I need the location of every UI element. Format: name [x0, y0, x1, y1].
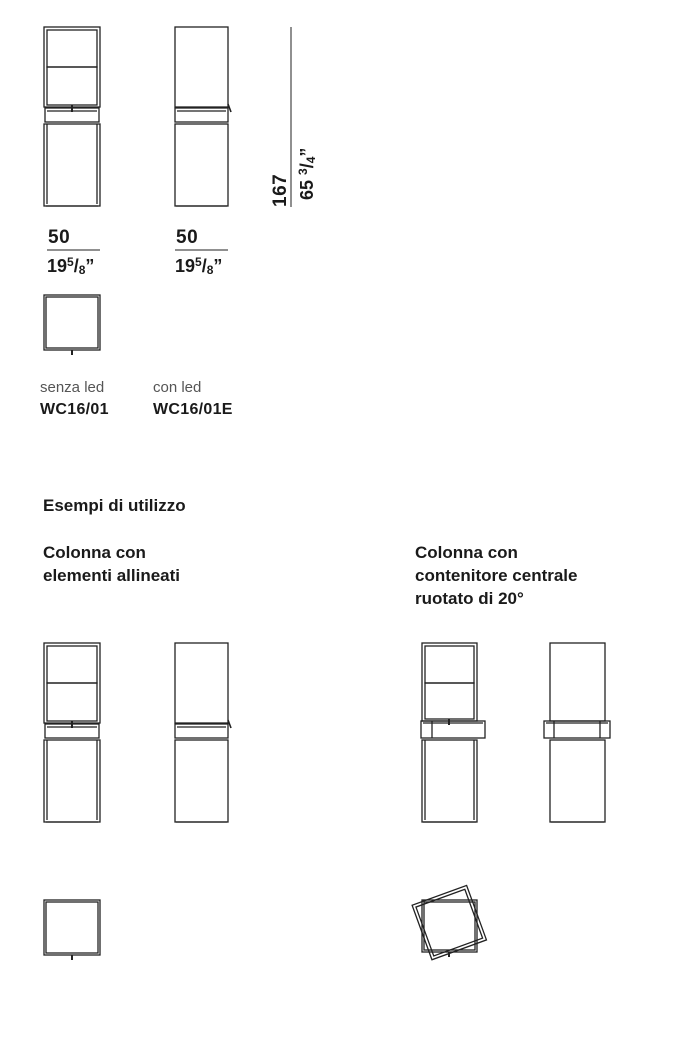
- rotated-side-view: [543, 642, 611, 823]
- column-plan-view: [43, 294, 101, 355]
- width-inch-unit: ”: [85, 256, 95, 276]
- width-inch-denominator-side: 8: [206, 263, 214, 277]
- variant-code-wc16-01: WC16/01: [40, 401, 109, 418]
- example-rotated-title: Colonna con contenitore centrale ruotato…: [415, 541, 578, 610]
- width-inch-label: 195/8”: [47, 255, 95, 277]
- variant-label-senza-led: senza led: [40, 379, 105, 396]
- example-rotated-line3: ruotato di 20°: [415, 589, 524, 608]
- height-inch-label: 65 3/4”: [296, 147, 318, 200]
- example-rotated-line1: Colonna con: [415, 543, 518, 562]
- rotated-plan-view: [411, 884, 488, 961]
- height-inch-whole: 65: [297, 179, 317, 200]
- aligned-front-view: [43, 642, 101, 823]
- examples-heading: Esempi di utilizzo: [43, 496, 186, 515]
- height-inch-numerator: 3: [296, 168, 310, 175]
- width-inch-label-side: 195/8”: [175, 255, 223, 277]
- width-cm-label: 50: [48, 227, 71, 248]
- width-inch-whole: 19: [47, 256, 68, 276]
- width-inch-numerator: 5: [67, 255, 74, 269]
- width-inch-denominator: 8: [78, 263, 86, 277]
- example-rotated-line2: contenitore centrale: [415, 566, 578, 585]
- width-inch-whole-side: 19: [175, 256, 196, 276]
- width-inch-numerator-side: 5: [195, 255, 202, 269]
- width-inch-unit-side: ”: [213, 256, 223, 276]
- example-aligned-line2: elementi allineati: [43, 566, 180, 585]
- aligned-plan-view: [43, 899, 101, 960]
- height-inch-unit: ”: [297, 147, 317, 157]
- column-side-view: [174, 26, 232, 207]
- width-cm-label-side: 50: [176, 227, 199, 248]
- example-aligned-line1: Colonna con: [43, 543, 146, 562]
- height-inch-denominator: 4: [304, 156, 318, 164]
- variant-code-wc16-01e: WC16/01E: [153, 401, 233, 418]
- aligned-side-view: [174, 642, 232, 823]
- column-front-view: [43, 26, 101, 207]
- rotated-front-view: [420, 642, 486, 823]
- height-cm-label: 167: [270, 173, 291, 207]
- example-aligned-title: Colonna con elementi allineati: [43, 541, 180, 587]
- variant-label-con-led: con led: [153, 379, 202, 396]
